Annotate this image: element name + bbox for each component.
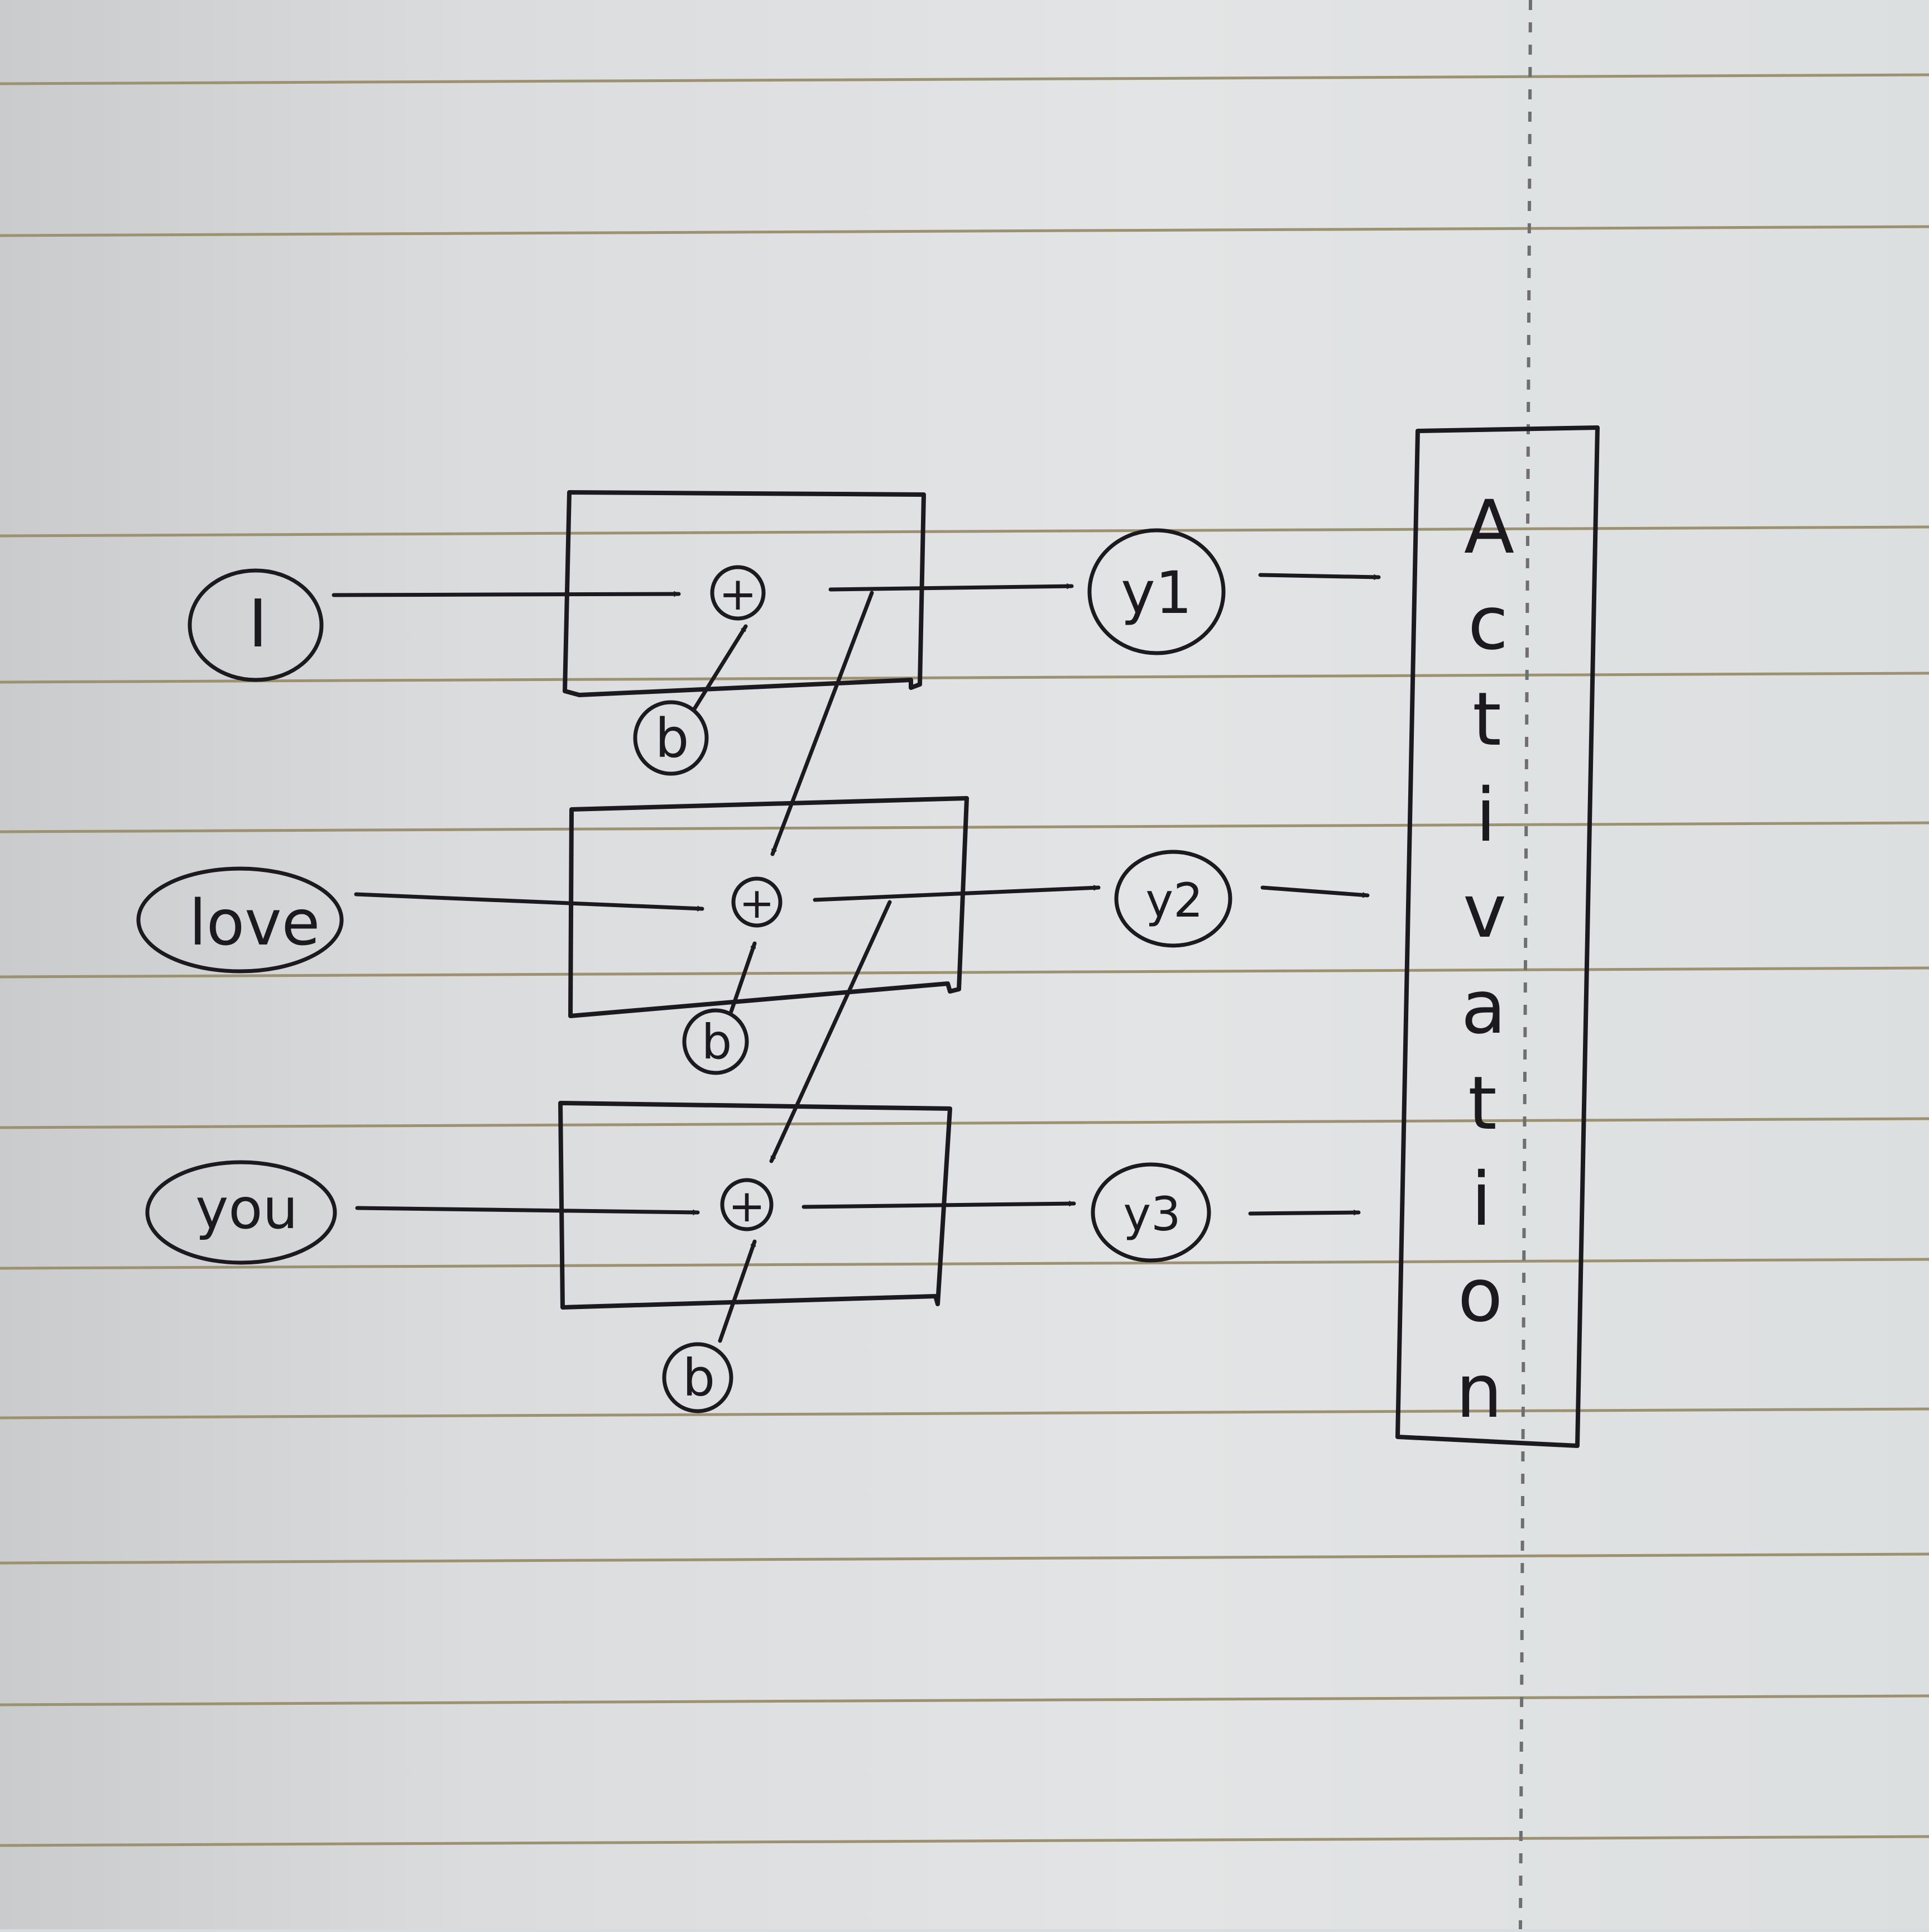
cell-boxes [558,490,969,1310]
cell-box-1 [563,490,926,697]
output-nodes [1087,528,1232,1263]
ruled-line [0,525,1929,538]
ruled-line [0,1552,1929,1565]
bias-node-2 [682,1008,749,1075]
bias-node-3 [662,1342,733,1413]
activation-letter: i [1476,773,1496,859]
activation-letter: t [1468,1061,1497,1147]
input-nodes [136,568,344,1265]
bias-arrow-3 [718,1239,757,1343]
activation-letter: i [1471,1157,1492,1243]
bias-node-1 [633,700,709,776]
sum-symbol-2: + [739,878,775,928]
input-label-3: you [195,1176,298,1241]
activation-letter: t [1472,677,1501,763]
input-node-2 [136,866,344,974]
input-label-2: love [189,887,320,960]
ruled-line [0,672,1929,684]
cell-output-arrow-1 [828,583,1074,592]
input-arrow-3 [355,1206,700,1215]
bias-arrow-1 [692,624,748,711]
ruled-line [0,73,1929,85]
ruled-line [0,1694,1929,1706]
output-node-3 [1091,1162,1211,1263]
ruled-line [0,1835,1929,1847]
sum-node-2 [731,876,783,928]
connections [332,573,1381,1343]
output-node-2 [1114,850,1232,948]
input-arrow-1 [332,591,681,597]
ruled-line [0,966,1929,979]
recurrent-arrow-1 [770,591,874,856]
activation-arrow-1 [1258,573,1381,580]
output-label-3: y3 [1123,1187,1181,1241]
input-label-1: I [248,585,268,662]
recurrent-arrow-2 [769,900,892,1163]
ruled-line [0,225,1929,237]
activation-letter: c [1468,581,1509,667]
sum-node-1 [710,565,766,621]
ruled-line [0,1407,1929,1420]
bias-nodes [633,700,749,1413]
bias-label-1: b [655,707,689,770]
cell-box-3 [558,1101,952,1310]
activation-arrow-3 [1248,1210,1361,1216]
bias-label-3: b [683,1348,715,1408]
cell-output-arrow-3 [802,1201,1076,1209]
ruled-line [0,1117,1929,1129]
output-label-2: y2 [1145,873,1203,928]
ruled-lines [0,73,1929,1847]
sum-symbol-3: + [728,1180,765,1232]
sum-node-3 [720,1178,774,1231]
bias-arrow-2 [729,941,757,1014]
activation-letter: A [1464,485,1514,571]
input-node-1 [188,568,324,682]
activation-letter: o [1458,1253,1503,1339]
output-node-1 [1087,528,1226,655]
cell-box-2 [568,796,969,1018]
margin-line [1519,0,1532,1930]
activation-letter: n [1456,1349,1503,1435]
sum-symbol-1: + [719,568,757,621]
sum-nodes [710,565,783,1231]
bias-label-2: b [702,1014,732,1070]
input-node-3 [145,1160,337,1265]
output-label-1: y1 [1121,559,1192,627]
input-arrow-2 [354,892,704,912]
cell-output-arrow-2 [813,885,1101,902]
activation-letter: v [1463,869,1506,955]
activation-letter: a [1461,965,1506,1051]
ruled-line [0,1258,1929,1270]
activation-arrow-2 [1260,885,1370,898]
activation-box [1395,425,1600,1448]
